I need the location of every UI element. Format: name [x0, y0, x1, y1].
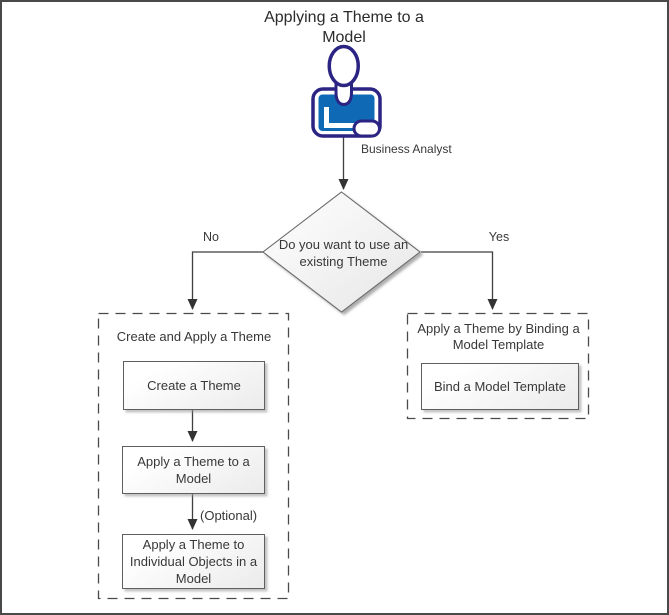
right-group-frame: [406, 312, 590, 420]
flow-box-create-theme: Create a Theme: [123, 361, 265, 410]
yes-branch-label: Yes: [488, 230, 510, 244]
flow-box-apply-theme-to-model: Apply a Theme to a Model: [122, 446, 265, 494]
flow-box-label: Apply a Theme to a Model: [137, 454, 250, 486]
right-group-title: Apply a Theme by Binding a Model Templat…: [417, 321, 580, 352]
connector-yes-branch: [421, 251, 498, 310]
page-title: Applying a Theme to a Model: [264, 9, 424, 46]
connector-no-branch: [187, 251, 264, 310]
left-group-frame: [97, 312, 290, 600]
no-branch-label: No: [203, 230, 219, 244]
flow-box-label: Apply a Theme to Individual Objects in a…: [129, 537, 258, 586]
actor-label: Business Analyst: [361, 142, 452, 156]
person-hand: [352, 119, 381, 138]
business-analyst-person-icon: [311, 44, 382, 138]
decision-question: Do you want to use an existing Theme: [278, 237, 409, 269]
person-head: [327, 44, 360, 88]
flow-box-apply-theme-individual-objects: Apply a Theme to Individual Objects in a…: [122, 534, 265, 589]
flow-box-label: Create a Theme: [147, 378, 241, 393]
person-neck-collar: [334, 79, 353, 107]
left-group-title: Create and Apply a Theme: [116, 329, 272, 344]
flow-box-label: Bind a Model Template: [433, 379, 566, 394]
optional-label: (Optional): [200, 508, 258, 523]
flow-box-bind-model-template: Bind a Model Template: [421, 363, 579, 410]
person-arm: [324, 107, 357, 128]
decision-diamond: [262, 191, 421, 313]
